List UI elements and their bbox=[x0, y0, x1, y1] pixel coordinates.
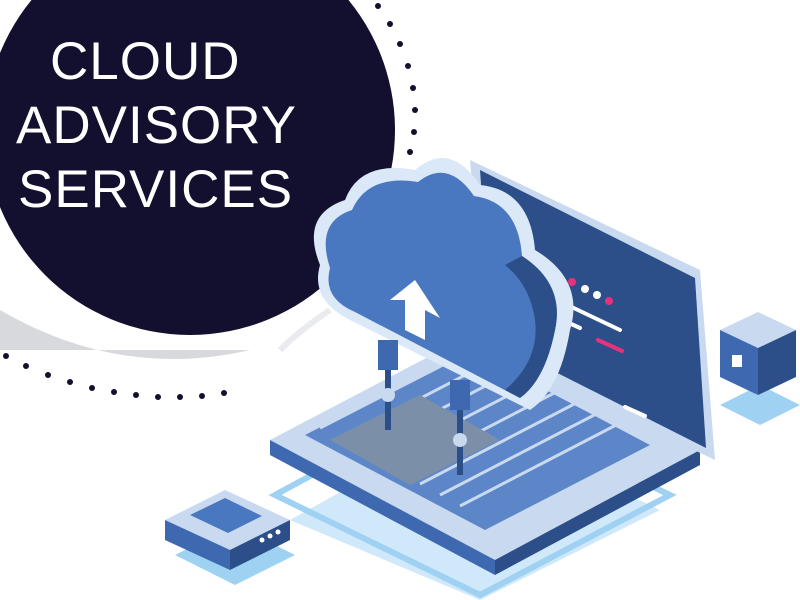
screen-dots bbox=[568, 278, 613, 305]
screen-accent bbox=[596, 338, 624, 353]
circle-shadow bbox=[0, 310, 250, 359]
circle-gloss bbox=[277, 307, 332, 353]
headline-line-3: SERVICES bbox=[18, 160, 294, 219]
server-box-icon bbox=[165, 490, 295, 585]
headline-circle bbox=[0, 0, 395, 335]
headline-line-1: CLOUD bbox=[50, 32, 241, 91]
cube-icon bbox=[720, 312, 800, 425]
headline-line-2: ADVISORY bbox=[16, 96, 297, 155]
dotted-arc bbox=[3, 3, 418, 400]
cloud-upload-icon bbox=[313, 158, 574, 475]
